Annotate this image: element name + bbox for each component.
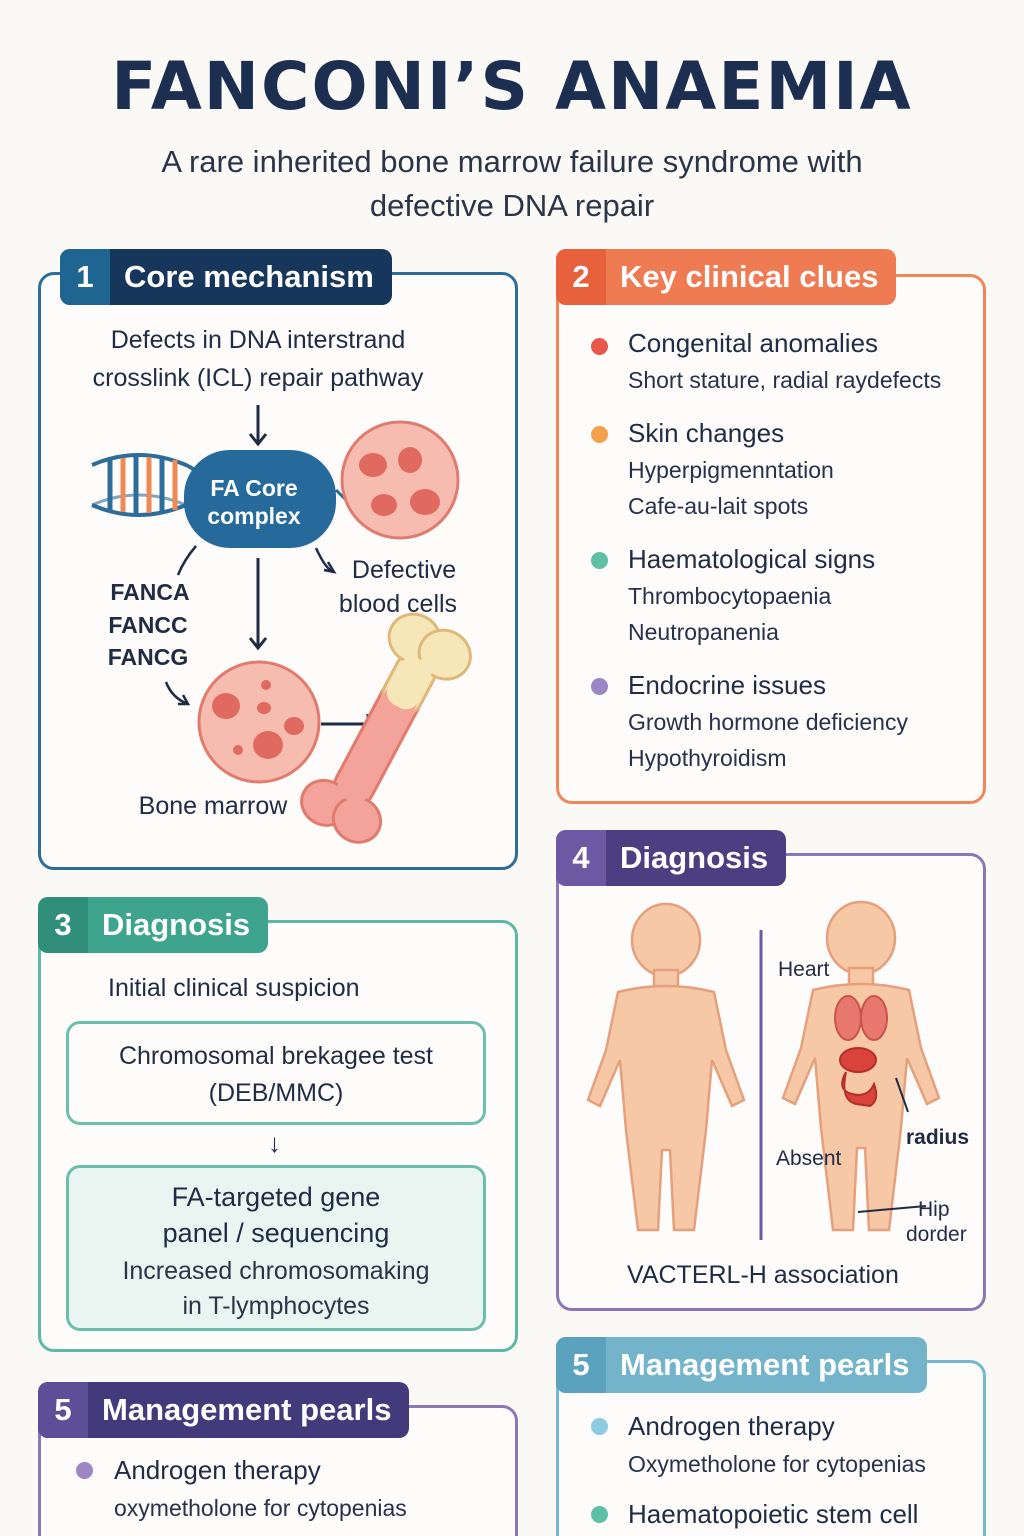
gene-label-fancc: FANCC [108, 612, 187, 638]
fa-core-complex-node [184, 450, 336, 548]
mechanism-intro-line-2: crosslink (ICL) repair pathway [92, 364, 424, 392]
panel-heading: Core mechanism [124, 259, 374, 294]
panel-management-left-header: 5 Management pearls [38, 1382, 410, 1438]
diagnosis-intro: Initial clinical suspicion [108, 974, 360, 1002]
gene-panel-line-3: Increased chromosomaking [122, 1257, 430, 1285]
management-bullet-dot [591, 1418, 608, 1435]
clue-sub-endocrine-1: Growth hormone deficiency [628, 709, 908, 735]
label-hip-2: dorder [906, 1223, 967, 1246]
fa-core-complex-line-1: FA Core [210, 475, 297, 501]
clue-bullet-dot [591, 552, 608, 569]
panel-heading: Diagnosis [620, 840, 769, 875]
clue-title-congenital: Congenital anomalies [628, 328, 879, 358]
clue-sub-congenital: Short stature, radial raydefects [628, 367, 942, 393]
gene-panel-box: FA-targeted gene panel / sequencing Incr… [66, 1165, 486, 1331]
gene-label-fancg: FANCG [108, 644, 189, 670]
panel-heading: Management pearls [102, 1392, 392, 1427]
child-anatomy-figure-icon [781, 900, 941, 1232]
breakage-test-line-1: Chromosomal brekagee test [118, 1042, 434, 1070]
defective-label-line-1: Defective [352, 556, 456, 584]
label-absent: Absent [776, 1147, 842, 1170]
lungs-icon [834, 995, 888, 1041]
clue-bullet-dot [591, 426, 608, 443]
panel-number: 5 [38, 1382, 88, 1438]
body-figures: Heart radius Absent Hip dorder [586, 900, 969, 1246]
panel-heading: Key clinical clues [620, 259, 879, 294]
gene-label-fanca: FANCA [110, 579, 189, 605]
clue-sub-haem-2: Neutropanenia [628, 619, 779, 645]
clue-sub-skin-2: Cafe-au-lait spots [628, 493, 809, 519]
clue-sub-haem-1: Thrombocytopaenia [628, 583, 832, 609]
panel-number: 2 [556, 249, 606, 305]
panel-core-mechanism-header: 1 Core mechanism [60, 249, 392, 305]
management-right-androgen-sub: Oxymetholone for cytopenias [628, 1451, 926, 1477]
label-radius: radius [906, 1126, 969, 1149]
panel-heading: Management pearls [620, 1347, 910, 1382]
management-right-hsct-title: Haematopoietic stem cell [628, 1499, 919, 1529]
gene-panel-line-1: FA-targeted gene [171, 1182, 381, 1212]
chromosome-breakage-box: Chromosomal brekagee test (DEB/MMC) [66, 1021, 486, 1125]
panel-clinical-clues-header: 2 Key clinical clues [556, 249, 897, 305]
page-subtitle: A rare inherited bone marrow failure syn… [161, 144, 863, 223]
label-hip-1: Hip [918, 1198, 950, 1221]
child-figure-icon [586, 902, 746, 1232]
bone-marrow-label: Bone marrow [139, 792, 289, 820]
page-title: FANCONI’S ANAEMIA [111, 48, 913, 125]
gene-panel-line-2: panel / sequencing [162, 1218, 390, 1248]
management-androgen-title: Androgen therapy [114, 1455, 321, 1485]
defective-label-line-2: blood cells [339, 590, 457, 618]
clue-title-endocrine: Endocrine issues [628, 670, 826, 700]
mechanism-intro-line-1: Defects in DNA interstrand [110, 326, 406, 354]
panel-clinical-clues [556, 274, 986, 804]
management-bullet-dot [76, 1462, 93, 1479]
panel-number: 3 [38, 897, 88, 953]
clue-bullet-dot [591, 338, 608, 355]
panel-management-right-header: 5 Management pearls [556, 1337, 928, 1393]
clue-title-haem: Haematological signs [628, 544, 876, 574]
defective-cell-icon [340, 420, 460, 540]
fa-core-complex-line-2: complex [207, 503, 301, 529]
panel-number: 1 [60, 249, 110, 305]
management-bullet-dot [591, 1506, 608, 1523]
management-androgen-sub: oxymetholone for cytopenias [114, 1495, 407, 1521]
bone-icon [300, 612, 472, 844]
panel-number: 5 [556, 1337, 606, 1393]
clue-sub-endocrine-2: Hypothyroidism [628, 745, 787, 771]
arrow-down-icon: ↓ [268, 1128, 281, 1158]
vacterl-label: VACTERL-H association [627, 1261, 899, 1289]
clue-bullet-dot [591, 678, 608, 695]
breakage-test-line-2: (DEB/MMC) [208, 1079, 344, 1107]
label-heart: Heart [778, 958, 830, 981]
panel-number: 4 [556, 830, 606, 886]
dna-helix-icon [91, 453, 204, 517]
bone-marrow-cell-icon [197, 660, 321, 784]
gene-panel-line-4: in T-lymphocytes [182, 1292, 370, 1320]
panel-diagnosis-anatomy-header: 4 Diagnosis [556, 830, 787, 886]
arrow-down-icon [248, 405, 268, 447]
management-right-androgen-title: Androgen therapy [628, 1411, 835, 1441]
intestines-icon [839, 1047, 878, 1108]
panel-heading: Diagnosis [102, 907, 251, 942]
panel-diagnosis-workup-header: 3 Diagnosis [38, 897, 269, 953]
mechanism-diagram: FA Core complex Defective blood cells FA… [91, 405, 472, 844]
clue-title-skin: Skin changes [628, 418, 785, 448]
clue-sub-skin-1: Hyperpigmenntation [628, 457, 834, 483]
